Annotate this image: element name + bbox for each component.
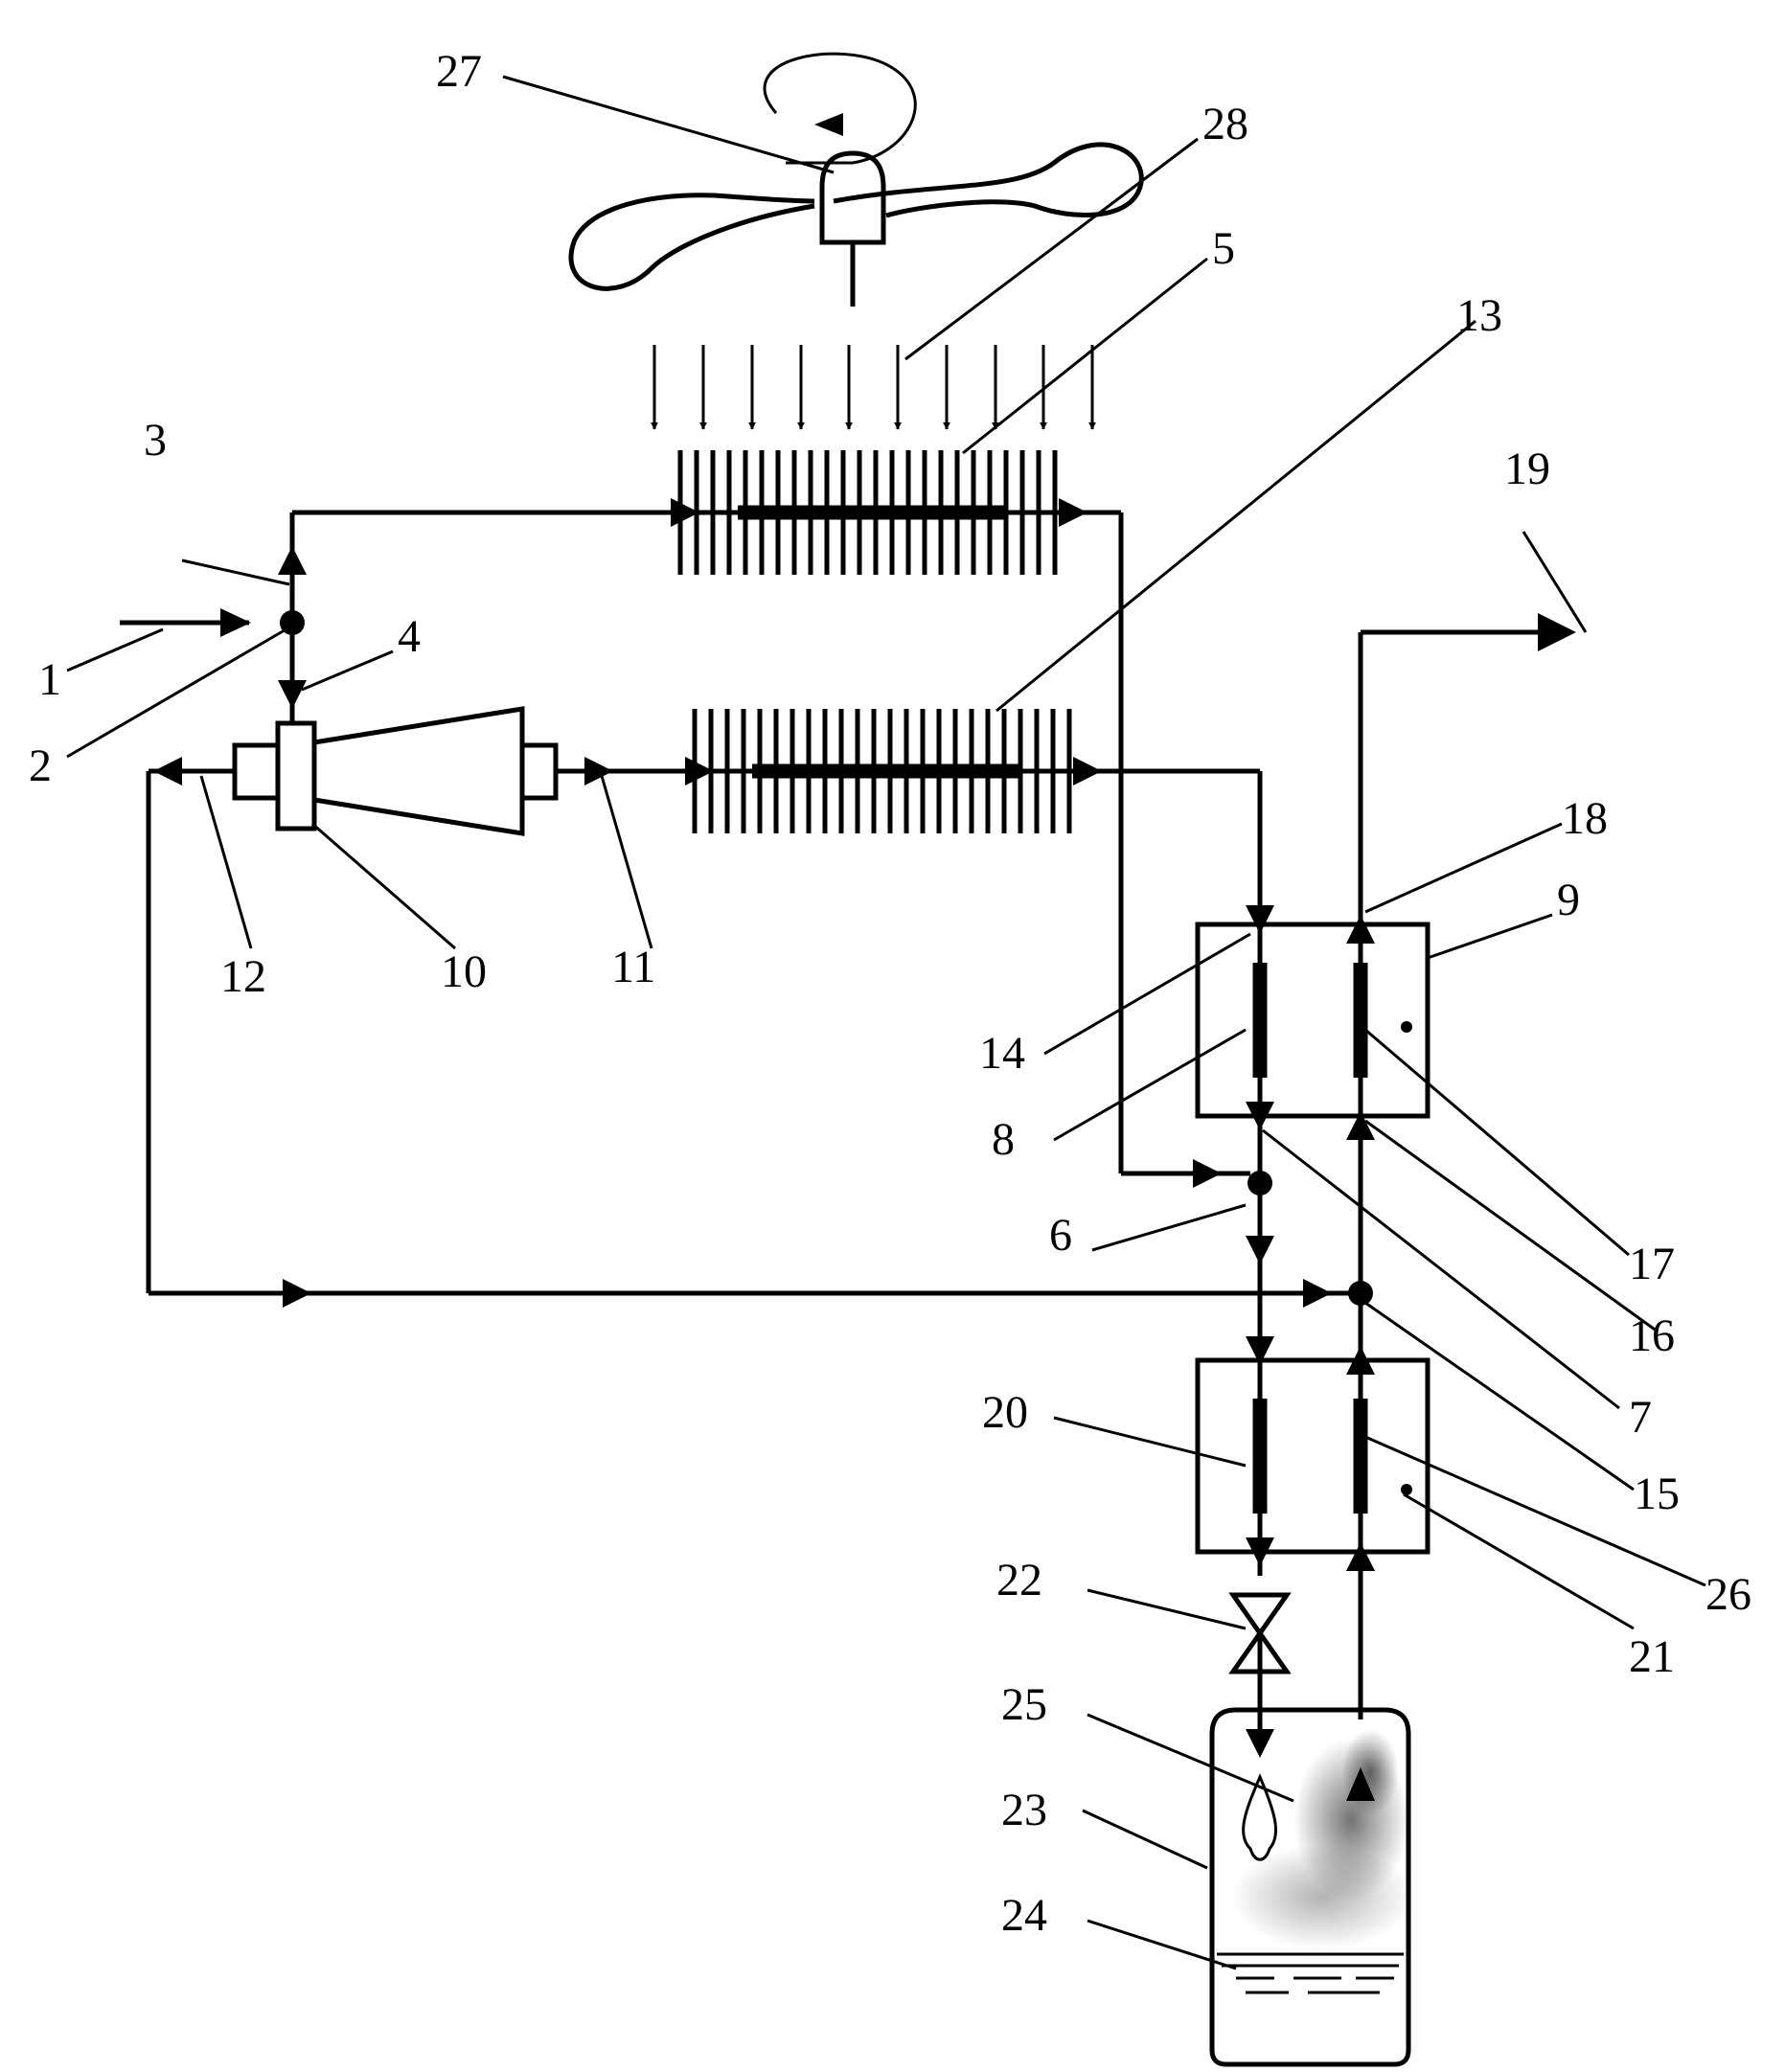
label-25: 25 (1001, 1679, 1047, 1730)
label-23: 23 (1001, 1785, 1047, 1835)
label-8: 8 (992, 1114, 1015, 1165)
label-10: 10 (441, 946, 487, 997)
fan-rotation-arrowhead (814, 113, 843, 136)
airflow-arrows-28 (654, 345, 1092, 429)
label-15: 15 (1634, 1469, 1680, 1519)
label-11: 11 (611, 942, 655, 992)
heat-exchanger-box-21 (1198, 1360, 1428, 1552)
label-13: 13 (1456, 290, 1502, 341)
liquid-24 (1217, 1954, 1404, 1992)
spray-cloud-25 (1231, 1729, 1413, 1949)
label-27: 27 (436, 46, 482, 97)
label-20: 20 (982, 1387, 1028, 1438)
label-2: 2 (29, 740, 52, 791)
label-21: 21 (1629, 1631, 1675, 1682)
reference-labels: 27 28 5 13 19 3 4 1 2 12 10 11 18 9 14 8… (29, 46, 1751, 1941)
label-5: 5 (1212, 223, 1235, 274)
fan-27 (571, 54, 1141, 307)
junction-15 (1348, 1281, 1373, 1306)
label-7: 7 (1629, 1392, 1652, 1443)
leader-lines (67, 77, 1705, 1969)
label-14: 14 (979, 1028, 1025, 1079)
label-4: 4 (398, 611, 421, 662)
label-22: 22 (996, 1555, 1042, 1605)
label-3: 3 (144, 415, 167, 466)
tank-23 (1212, 1710, 1413, 2064)
junction-6 (1247, 1171, 1272, 1195)
label-28: 28 (1202, 99, 1248, 149)
label-17: 17 (1629, 1239, 1675, 1289)
label-26: 26 (1705, 1569, 1751, 1620)
piping (120, 498, 1576, 1758)
label-24: 24 (1001, 1890, 1047, 1941)
droplet-icon (1244, 1777, 1276, 1859)
label-19: 19 (1504, 444, 1550, 494)
label-18: 18 (1562, 793, 1608, 844)
label-12: 12 (220, 951, 266, 1002)
expander-10 (235, 709, 556, 833)
label-6: 6 (1049, 1210, 1072, 1261)
fan-rotation-arrow (765, 54, 915, 163)
heat-exchanger-box-9 (1198, 924, 1428, 1116)
label-16: 16 (1629, 1310, 1675, 1361)
label-9: 9 (1557, 875, 1580, 925)
label-1: 1 (38, 654, 61, 705)
